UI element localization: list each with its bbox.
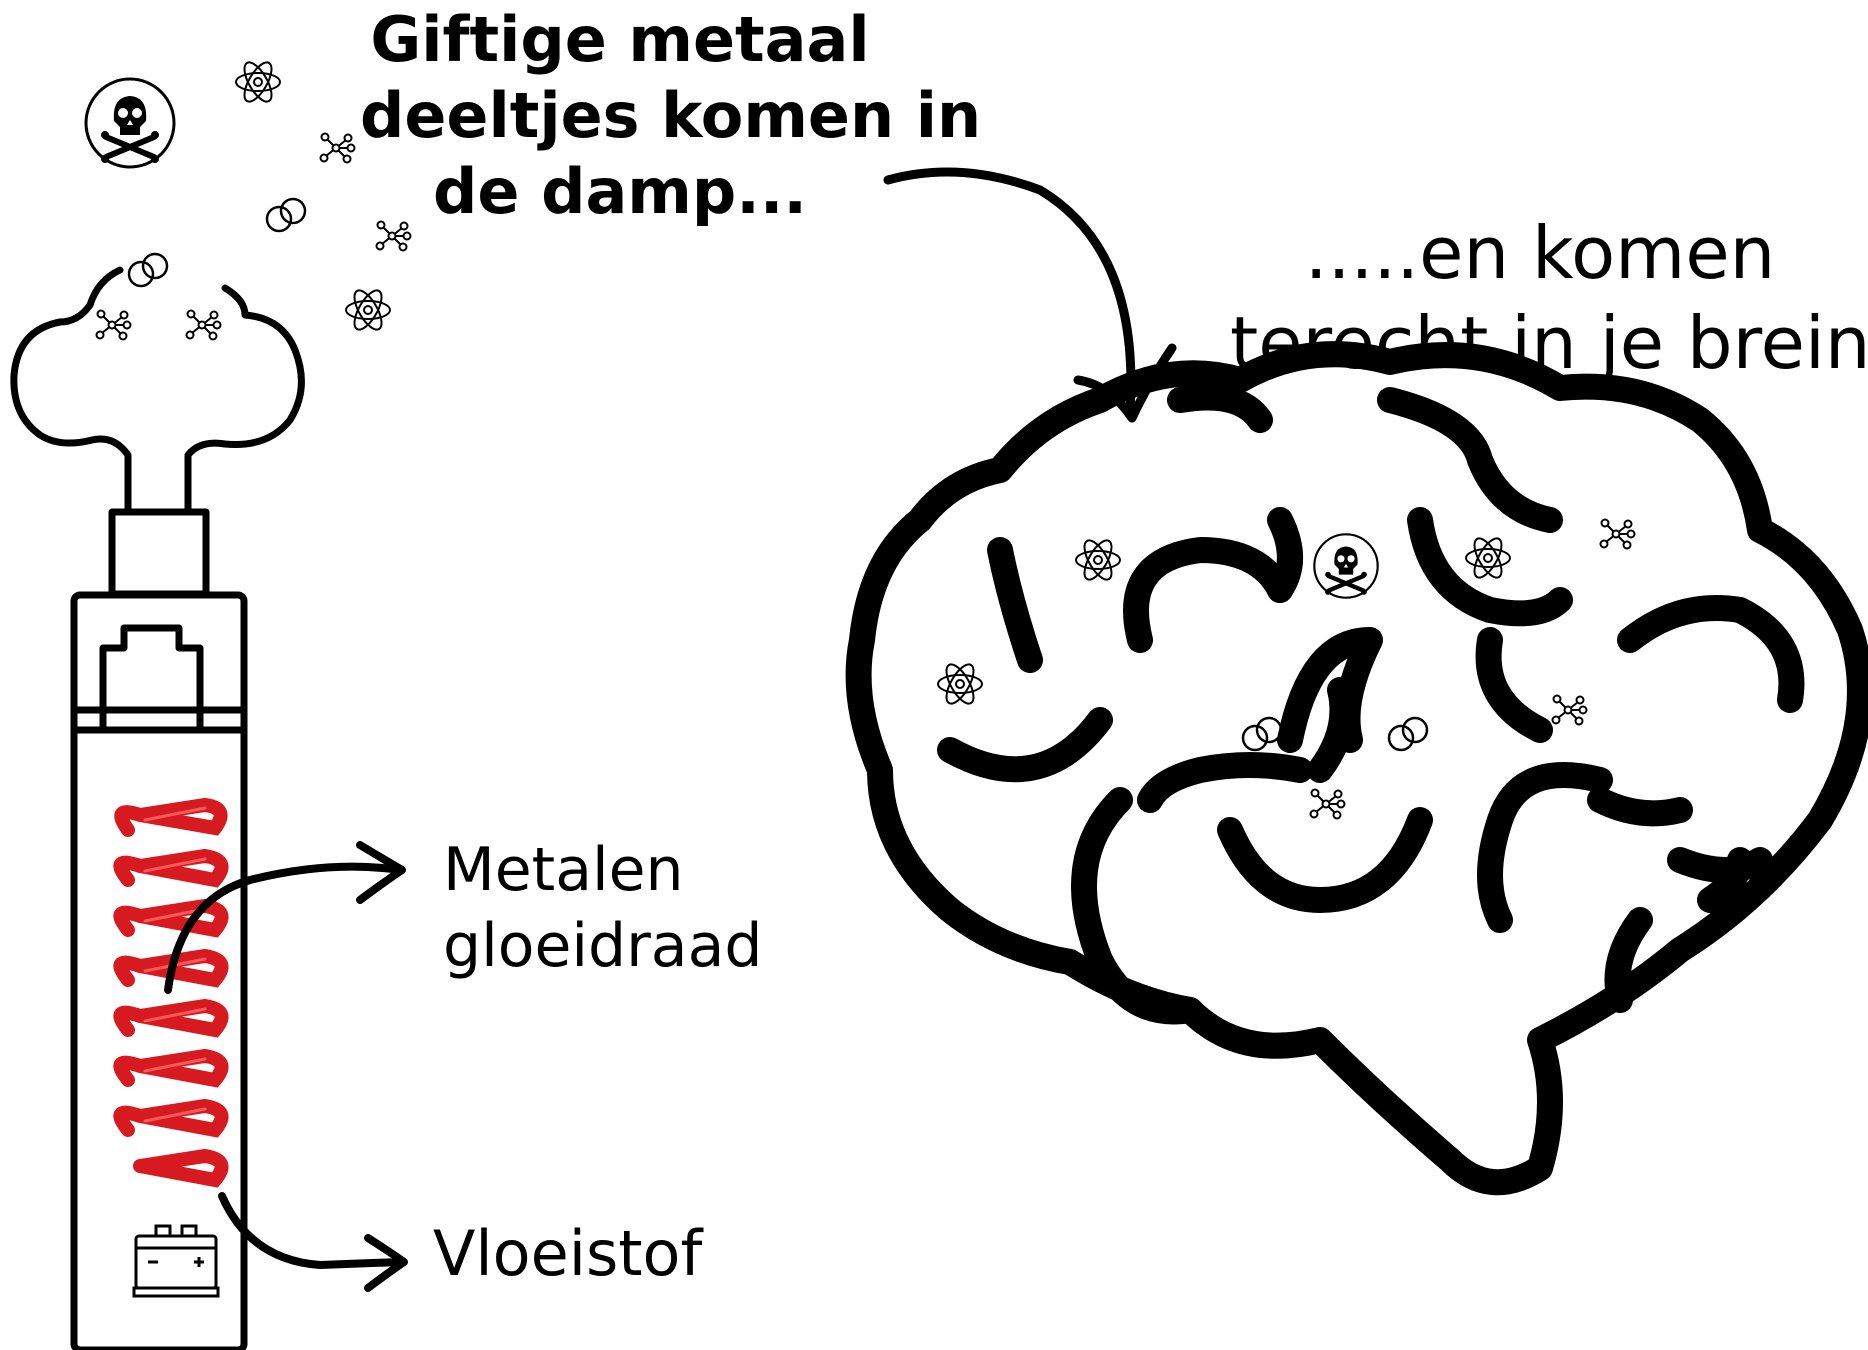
brain-caption: .....en komen terecht in je brein — [1230, 208, 1868, 388]
atom-icon — [1465, 533, 1511, 583]
atom-icon — [235, 57, 281, 107]
atom-icon — [937, 659, 983, 709]
vape-pen-icon — [10, 266, 305, 1350]
metal-particle-icon — [265, 197, 307, 233]
curved-arrow-icon — [164, 841, 406, 994]
liquid-label: Vloeistof — [433, 1217, 703, 1290]
top-caption-line-3: de damp... — [433, 155, 807, 228]
curved-arrow-icon — [218, 1192, 408, 1292]
brain-caption-line-1: .....en komen — [1304, 211, 1776, 295]
coil-label-line-2: gloeidraad — [443, 911, 763, 981]
brain-caption-line-2: terecht in je brein — [1230, 301, 1868, 385]
skull-crossbones-icon — [86, 79, 174, 167]
atom-icon — [1075, 535, 1121, 585]
curved-arrow-icon — [883, 167, 1177, 423]
molecule-icon — [1551, 694, 1588, 726]
molecule-icon — [1309, 788, 1346, 820]
molecule-icon — [319, 132, 356, 164]
top-caption-line-2: deeltjes komen in — [360, 79, 982, 152]
battery-icon — [132, 1224, 220, 1298]
skull-crossbones-icon — [1314, 534, 1377, 597]
brain-icon — [845, 341, 1868, 1196]
coil-label: Metalen gloeidraad — [443, 832, 762, 984]
metal-particle-icon — [1241, 716, 1283, 752]
coil-label-line-1: Metalen — [443, 835, 684, 905]
vapor-cloud-icon — [95, 252, 222, 341]
metal-particle-icon — [1387, 716, 1429, 752]
top-caption-line-1: Giftige metaal — [370, 3, 870, 76]
top-caption: Giftige metaal deeltjes komen in de damp… — [360, 2, 982, 230]
atom-icon — [345, 285, 391, 335]
molecule-icon — [1599, 518, 1636, 550]
